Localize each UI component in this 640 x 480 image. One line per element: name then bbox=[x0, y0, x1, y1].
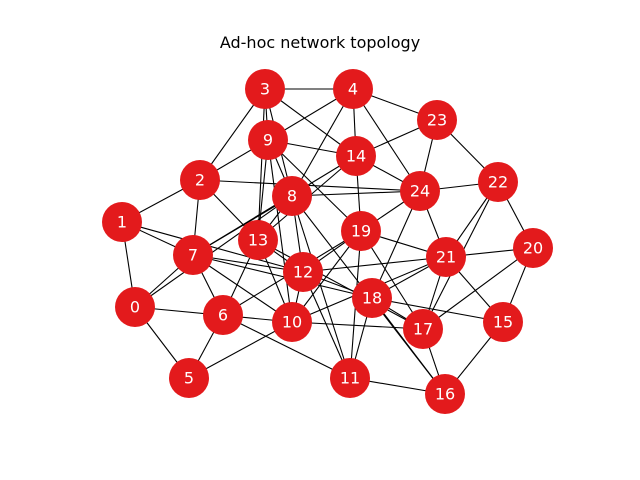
node-circle bbox=[425, 374, 465, 414]
edge-0-8 bbox=[134, 195, 293, 308]
node-circle bbox=[478, 162, 518, 202]
edge-10-17 bbox=[291, 321, 424, 330]
node-10: 10 bbox=[272, 302, 312, 342]
node-label: 14 bbox=[346, 147, 366, 166]
edge-7-18 bbox=[192, 254, 373, 299]
edge-9-10 bbox=[267, 139, 293, 323]
node-circle bbox=[238, 220, 278, 260]
node-circle bbox=[417, 100, 457, 140]
node-14: 14 bbox=[336, 136, 376, 176]
node-22: 22 bbox=[478, 162, 518, 202]
node-label: 4 bbox=[348, 80, 358, 99]
node-label: 24 bbox=[410, 182, 430, 201]
node-1: 1 bbox=[102, 202, 142, 242]
node-label: 11 bbox=[340, 369, 360, 388]
edge-15-18 bbox=[371, 297, 504, 323]
node-label: 17 bbox=[413, 320, 433, 339]
node-20: 20 bbox=[513, 228, 553, 268]
node-label: 8 bbox=[287, 187, 297, 206]
node-circle bbox=[245, 69, 285, 109]
node-19: 19 bbox=[341, 211, 381, 251]
node-circle bbox=[102, 202, 142, 242]
node-label: 1 bbox=[117, 213, 127, 232]
node-label: 19 bbox=[351, 222, 371, 241]
node-label: 10 bbox=[282, 313, 302, 332]
edge-12-21 bbox=[302, 256, 447, 273]
node-label: 16 bbox=[435, 385, 455, 404]
node-label: 13 bbox=[248, 231, 268, 250]
node-circle bbox=[403, 309, 443, 349]
node-label: 20 bbox=[523, 239, 543, 258]
edge-1-12 bbox=[121, 221, 304, 273]
node-7: 7 bbox=[173, 235, 213, 275]
node-circle bbox=[203, 295, 243, 335]
edge-8-11 bbox=[291, 195, 351, 379]
node-label: 3 bbox=[260, 80, 270, 99]
node-8: 8 bbox=[272, 176, 312, 216]
node-9: 9 bbox=[248, 120, 288, 160]
node-13: 13 bbox=[238, 220, 278, 260]
node-label: 22 bbox=[488, 173, 508, 192]
node-24: 24 bbox=[400, 171, 440, 211]
node-label: 9 bbox=[263, 131, 273, 150]
edge-13-17 bbox=[257, 239, 424, 330]
node-circle bbox=[352, 278, 392, 318]
node-circle bbox=[169, 358, 209, 398]
node-circle bbox=[483, 302, 523, 342]
node-circle bbox=[180, 160, 220, 200]
diagram-title: Ad-hoc network topology bbox=[219, 33, 421, 52]
node-12: 12 bbox=[283, 252, 323, 292]
edge-17-20 bbox=[422, 247, 534, 330]
node-circle bbox=[336, 136, 376, 176]
node-label: 12 bbox=[293, 263, 313, 282]
node-6: 6 bbox=[203, 295, 243, 335]
node-label: 7 bbox=[188, 246, 198, 265]
edge-4-8 bbox=[291, 88, 354, 197]
node-11: 11 bbox=[330, 358, 370, 398]
node-16: 16 bbox=[425, 374, 465, 414]
node-label: 2 bbox=[195, 171, 205, 190]
node-5: 5 bbox=[169, 358, 209, 398]
node-circle bbox=[115, 287, 155, 327]
edge-8-24 bbox=[291, 190, 421, 197]
node-circle bbox=[272, 176, 312, 216]
edge-9-19 bbox=[267, 139, 362, 232]
edge-2-24 bbox=[199, 179, 421, 192]
node-circle bbox=[272, 302, 312, 342]
node-3: 3 bbox=[245, 69, 285, 109]
node-circle bbox=[173, 235, 213, 275]
node-4: 4 bbox=[333, 69, 373, 109]
node-circle bbox=[330, 358, 370, 398]
node-label: 23 bbox=[427, 111, 447, 130]
node-circle bbox=[341, 211, 381, 251]
edge-6-11 bbox=[222, 314, 351, 379]
edge-18-16 bbox=[371, 297, 446, 395]
node-18: 18 bbox=[352, 278, 392, 318]
node-label: 6 bbox=[218, 306, 228, 325]
edge-4-24 bbox=[352, 88, 421, 192]
node-label: 0 bbox=[130, 298, 140, 317]
node-circle bbox=[426, 237, 466, 277]
node-circle bbox=[400, 171, 440, 211]
node-21: 21 bbox=[426, 237, 466, 277]
node-15: 15 bbox=[483, 302, 523, 342]
node-2: 2 bbox=[180, 160, 220, 200]
node-label: 15 bbox=[493, 313, 513, 332]
node-0: 0 bbox=[115, 287, 155, 327]
node-circle bbox=[333, 69, 373, 109]
node-17: 17 bbox=[403, 309, 443, 349]
node-circle bbox=[513, 228, 553, 268]
node-label: 21 bbox=[436, 248, 456, 267]
node-circle bbox=[248, 120, 288, 160]
node-label: 5 bbox=[184, 369, 194, 388]
node-23: 23 bbox=[417, 100, 457, 140]
node-label: 18 bbox=[362, 289, 382, 308]
node-circle bbox=[283, 252, 323, 292]
